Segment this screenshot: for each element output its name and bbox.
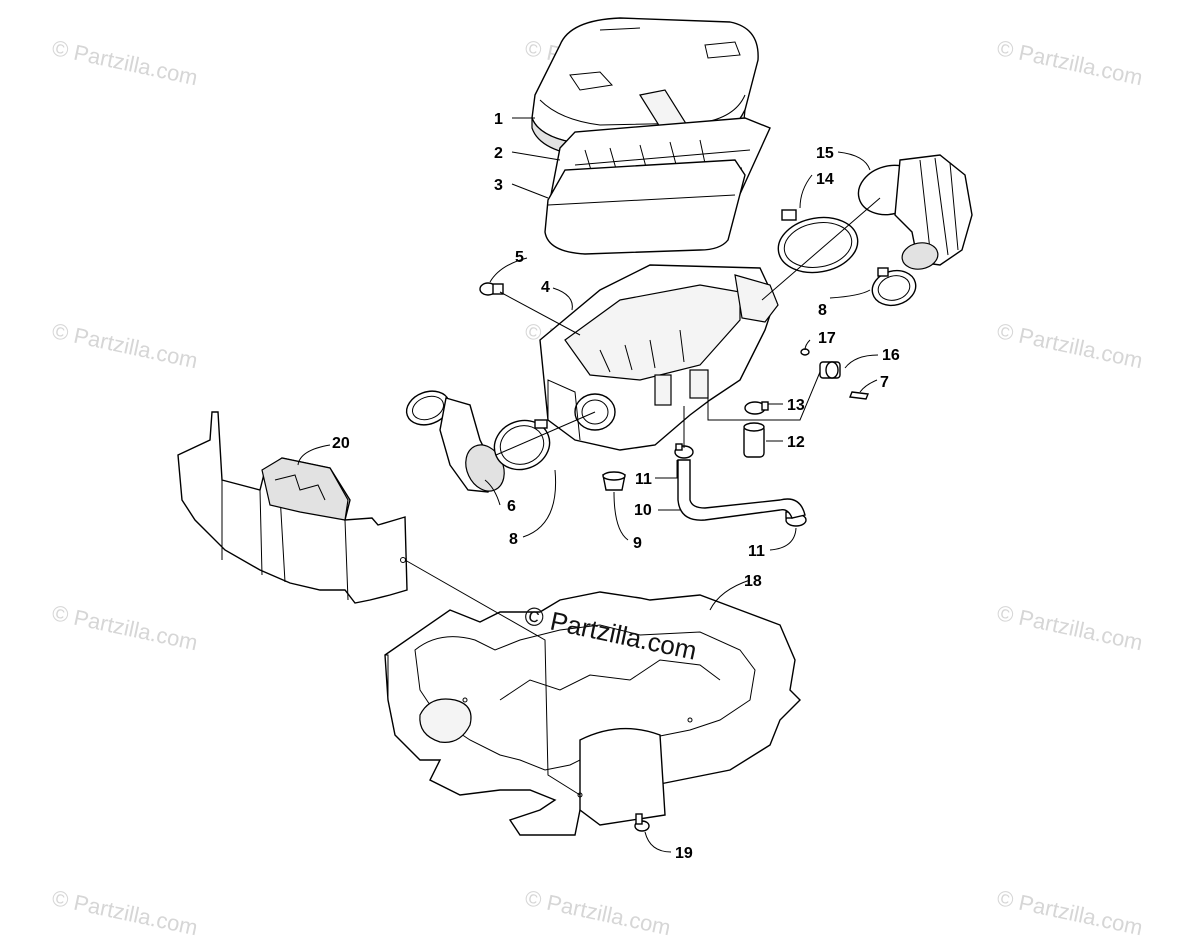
part-3-filter-element[interactable] <box>544 159 746 255</box>
part-18-skid-plate[interactable] <box>384 591 801 836</box>
callout-2: 2 <box>494 145 503 162</box>
part-16-drain-valve[interactable] <box>819 361 841 379</box>
leader-lines <box>297 117 881 853</box>
callout-labels: 1 2 3 4 5 6 7 8 8 9 10 11 11 12 13 14 15… <box>332 111 900 862</box>
callout-15: 15 <box>816 145 834 162</box>
part-13-hose-clamp[interactable] <box>744 401 769 415</box>
part-20-side-shield[interactable] <box>177 411 408 604</box>
callout-13: 13 <box>787 397 805 414</box>
part-15-intake-boot[interactable] <box>853 154 973 272</box>
part-8-clamp-lower[interactable] <box>487 413 556 477</box>
part-10-drain-hose[interactable] <box>677 459 806 521</box>
callout-6: 6 <box>507 498 516 515</box>
callout-9: 9 <box>633 535 642 552</box>
part-4-airbox-housing[interactable] <box>539 264 779 451</box>
callout-1: 1 <box>494 111 503 128</box>
callout-4: 4 <box>541 279 550 296</box>
callout-8-lower: 8 <box>509 531 518 548</box>
callout-10: 10 <box>634 502 652 519</box>
callout-20: 20 <box>332 435 350 452</box>
part-12-drain-tube[interactable] <box>743 422 765 458</box>
callout-18: 18 <box>744 573 762 590</box>
callout-11-upper: 11 <box>635 471 652 488</box>
callout-17: 17 <box>818 330 836 347</box>
part-8-clamp-upper[interactable] <box>868 266 919 310</box>
part-19-screw[interactable] <box>634 813 650 832</box>
callout-8-upper: 8 <box>818 302 827 319</box>
callout-3: 3 <box>494 177 503 194</box>
callout-14: 14 <box>816 171 834 188</box>
part-6-intake-duct[interactable] <box>402 385 512 497</box>
part-7-screw[interactable] <box>849 391 869 400</box>
callout-7: 7 <box>880 374 889 391</box>
part-5-clip[interactable] <box>479 282 504 296</box>
callout-16: 16 <box>882 347 900 364</box>
part-9-grommet[interactable] <box>602 471 626 491</box>
part-14-large-clamp[interactable] <box>774 209 862 279</box>
callout-11-lower: 11 <box>748 543 765 560</box>
callout-19: 19 <box>675 845 693 862</box>
callout-5: 5 <box>515 249 524 266</box>
callout-12: 12 <box>787 434 805 451</box>
